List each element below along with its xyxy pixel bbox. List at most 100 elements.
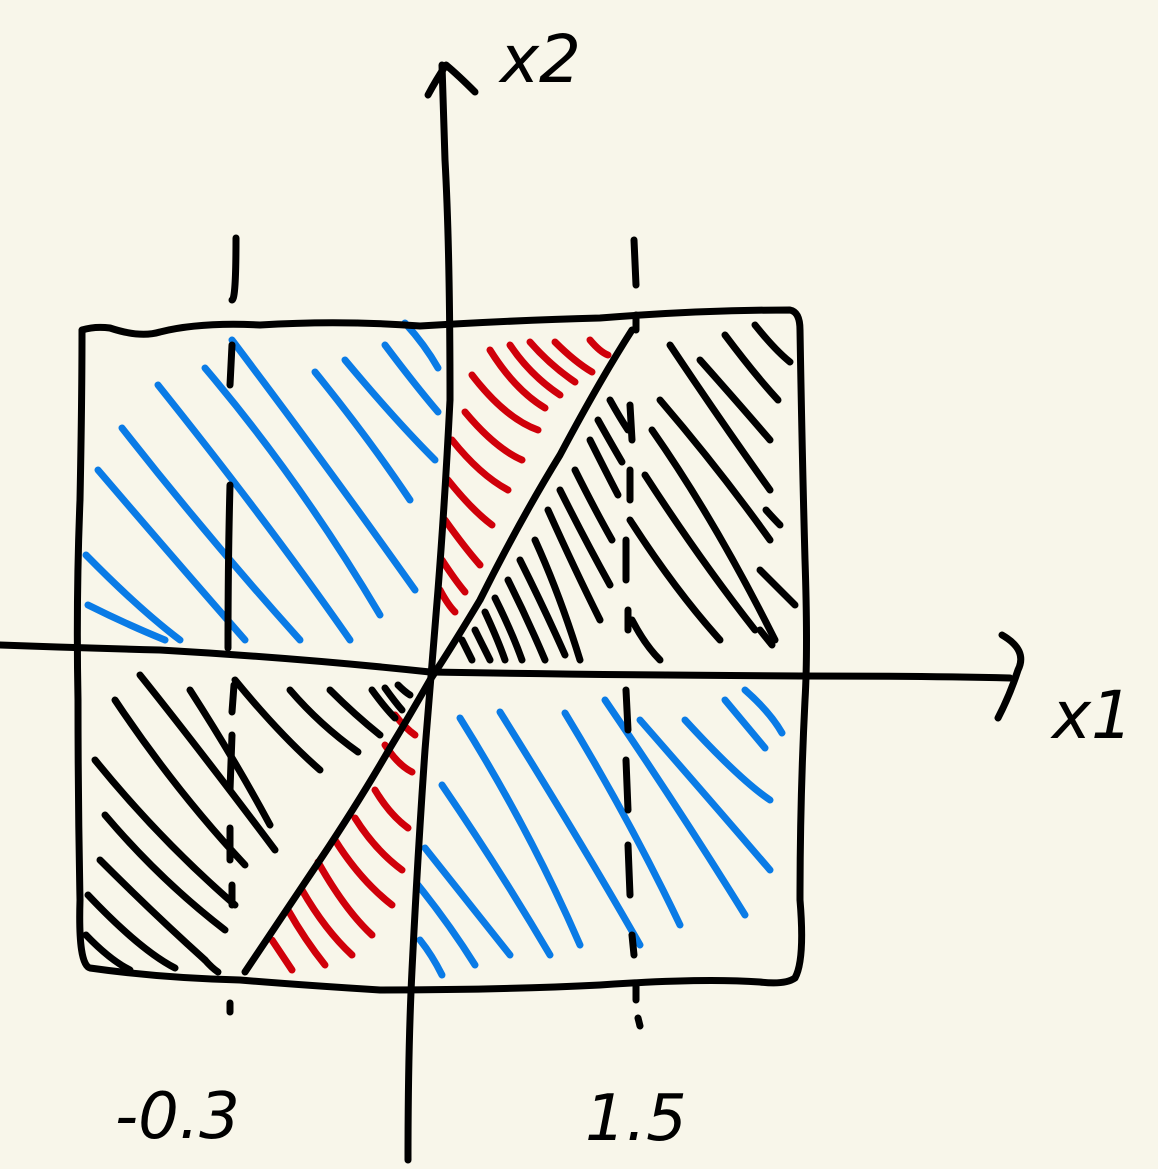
black-hatch-stroke: [586, 436, 622, 499]
black-hatch-stroke: [201, 956, 222, 976]
black-hatch-stroke: [394, 681, 414, 699]
blue-hatch-stroke: [154, 381, 354, 644]
blue-hatch-stroke: [456, 714, 584, 949]
red-hatch-stroke: [331, 836, 396, 909]
red-hatch-stroke: [268, 936, 296, 974]
red-hatch-group: [268, 336, 612, 974]
blue-hatch-stroke: [416, 936, 446, 979]
red-hatch-stroke: [526, 338, 579, 386]
red-hatch-stroke: [436, 586, 459, 616]
dashed-line-right: [622, 756, 632, 814]
black-hatch-stroke: [82, 931, 134, 974]
x1-axis-arrowhead: [994, 631, 1025, 722]
blue-hatch-stroke: [311, 368, 414, 504]
blue-hatch-stroke: [601, 696, 749, 919]
blue-hatch-stroke: [82, 551, 184, 644]
black-hatch-stroke: [381, 684, 406, 714]
dashed-line-left: [226, 341, 236, 389]
black-hatch-stroke: [84, 891, 179, 972]
x2-axis-label: x2: [498, 21, 581, 98]
red-hatch-stroke: [448, 436, 512, 494]
blue-hatch-stroke: [438, 781, 554, 959]
black-hatch-stroke: [231, 676, 324, 774]
red-hatch-stroke: [506, 341, 564, 399]
red-hatch-stroke: [444, 476, 496, 529]
black-hatch-stroke: [516, 556, 569, 659]
dashed-line-left: [228, 681, 238, 716]
red-hatch-stroke: [284, 906, 329, 969]
dashed-line-right: [630, 236, 640, 289]
black-hatch-stroke: [286, 686, 362, 756]
tick-label-right: 1.5: [585, 1082, 687, 1156]
dashed-line-left: [224, 481, 234, 652]
black-hatch-stroke: [606, 396, 632, 434]
blue-hatch-stroke: [341, 356, 439, 464]
red-hatch-stroke: [351, 814, 406, 874]
blue-hatch-stroke: [636, 716, 774, 874]
black-hatch-stroke: [96, 856, 209, 964]
blue-hatch-group: [82, 319, 786, 979]
blue-hatch-stroke: [228, 336, 419, 594]
red-hatch-stroke: [438, 556, 469, 596]
black-hatch-stroke: [628, 616, 664, 664]
blue-hatch-stroke: [561, 709, 684, 929]
black-hatch-stroke: [531, 536, 584, 664]
black-hatch-stroke: [751, 321, 794, 366]
black-hatch-stroke: [762, 506, 784, 529]
red-hatch-stroke: [461, 408, 526, 464]
blue-hatch-stroke: [496, 708, 644, 949]
black-hatch-stroke: [458, 636, 476, 664]
x1-axis-label: x1: [1050, 677, 1133, 754]
black-hatch-stroke: [101, 811, 229, 934]
dashed-line-left: [226, 731, 236, 794]
red-hatch-stroke: [586, 336, 612, 359]
black-hatch-stroke: [594, 416, 626, 466]
black-hatch-stroke: [91, 756, 239, 909]
x1-axis-line: [0, 641, 1014, 682]
dashed-line-left: [228, 234, 240, 304]
black-hatch-stroke: [481, 608, 509, 664]
dashed-line-right: [628, 931, 638, 959]
black-hatch-stroke: [136, 671, 279, 854]
blue-hatch-stroke: [381, 341, 442, 416]
blue-hatch-stroke: [414, 881, 479, 969]
bounding-box: [73, 306, 810, 994]
black-hatch-stroke: [504, 576, 549, 664]
dashed-line-right: [626, 401, 636, 444]
black-hatch-stroke: [656, 396, 774, 544]
black-hatch-stroke: [368, 686, 399, 722]
black-hatch-stroke: [666, 341, 774, 494]
red-hatch-stroke: [298, 886, 356, 959]
blue-hatch-stroke: [201, 364, 384, 619]
black-hatch-stroke: [626, 516, 724, 644]
black-hatch-stroke: [756, 566, 799, 609]
red-hatch-stroke: [314, 858, 376, 939]
blue-hatch-stroke: [118, 424, 304, 644]
black-hatch-stroke: [696, 356, 774, 444]
black-hatch-stroke: [326, 686, 384, 739]
black-hatch-stroke: [471, 626, 494, 664]
black-hatch-stroke: [756, 626, 776, 649]
dashed-line-right: [624, 841, 634, 899]
blue-hatch-stroke: [721, 696, 769, 752]
blue-hatch-stroke: [84, 601, 169, 644]
red-hatch-stroke: [468, 371, 542, 434]
dashed-line-right: [622, 686, 632, 734]
black-hatch-stroke: [721, 331, 782, 404]
red-hatch-stroke: [441, 516, 484, 569]
dashed-line-right: [634, 1014, 644, 1030]
x2-axis-arrowhead: [424, 61, 479, 99]
black-hatch-stroke: [491, 594, 526, 664]
blue-hatch-stroke: [741, 686, 786, 737]
blue-hatch-stroke: [401, 319, 442, 372]
red-hatch-stroke: [551, 338, 596, 376]
x2-axis-line: [404, 61, 454, 1164]
black-hatch-stroke: [648, 426, 779, 644]
black-hatch-group: [82, 321, 799, 976]
black-hatch-stroke: [544, 506, 604, 624]
tick-label-left: -0.3: [115, 1080, 240, 1154]
blue-hatch-stroke: [421, 844, 514, 959]
red-hatch-stroke: [486, 346, 549, 412]
